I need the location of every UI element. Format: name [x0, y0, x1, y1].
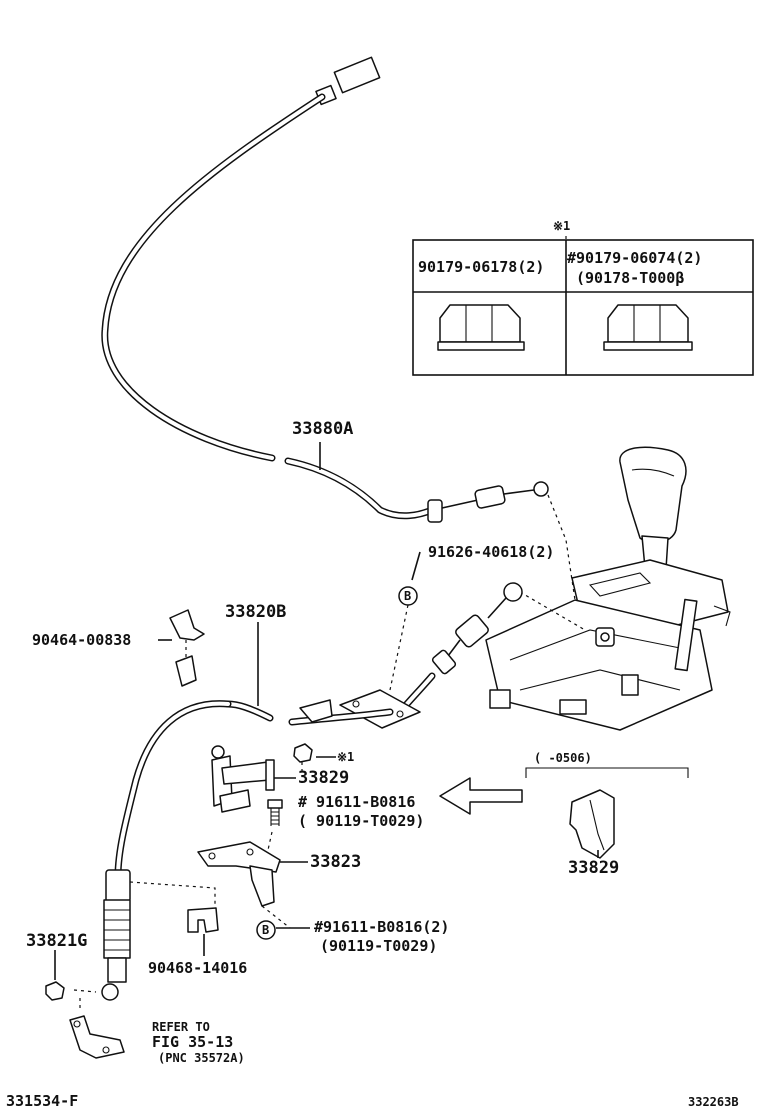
- variant-bracket-inset: ( -0506): [525, 751, 689, 859]
- label-90468-14016: 90468-14016: [148, 959, 247, 977]
- variant-arrow-icon: [439, 777, 523, 815]
- inset-range-label: ( -0506): [534, 751, 592, 765]
- footer-left-code: 331534-F: [6, 1092, 78, 1110]
- shift-cable-upper: [101, 56, 576, 601]
- label-91611-b0816-b-line1: #91611-B0816(2): [314, 918, 449, 936]
- shift-lever-assembly: [485, 446, 731, 731]
- table-col2-header-line1: #90179-06074(2): [567, 249, 702, 267]
- label-inset-33829: 33829: [568, 858, 619, 878]
- label-refer-line3: (PNC 35572A): [158, 1051, 245, 1065]
- nut-33821g-part: [45, 981, 97, 1010]
- refer-bracket-part: [69, 1015, 125, 1059]
- marker-b-lower-label: B: [262, 923, 269, 937]
- clip-90468-part: [187, 907, 219, 948]
- label-refer-line2: FIG 35-13: [152, 1033, 233, 1051]
- nut-90179-06074-icon: [603, 304, 693, 351]
- marker-b-lower: B: [256, 920, 276, 940]
- bracket-33823-part: [197, 841, 291, 929]
- label-nut-note: ※1: [337, 750, 354, 764]
- nut-variant-table: ※1 90179-06178(2) #90179-06074(2) (90178…: [412, 219, 754, 376]
- footer-right-code: 332263B: [688, 1095, 739, 1109]
- marker-b-upper-label: B: [404, 589, 411, 603]
- nut-90179-06178-icon: [437, 304, 525, 351]
- label-91626-40618: 91626-40618(2): [428, 543, 554, 561]
- label-91611-b0816-a-line1: # 91611-B0816: [298, 793, 415, 811]
- shift-cable-lower: [101, 582, 523, 1001]
- leader-lines: [54, 442, 421, 980]
- marker-b-upper: B: [398, 586, 418, 606]
- label-90464-00838: 90464-00838: [32, 631, 131, 649]
- bracket-33829-part: [211, 743, 313, 851]
- label-91611-b0816-a-line2: ( 90119-T0029): [298, 812, 424, 830]
- table-col2-header-line2: (90178-T000β: [576, 269, 684, 287]
- label-91611-b0816-b-line2: (90119-T0029): [320, 937, 437, 955]
- label-33821g: 33821G: [26, 931, 87, 951]
- label-refer-line1: REFER TO: [152, 1020, 210, 1034]
- clip-90464-part: [169, 609, 205, 687]
- label-33820b: 33820B: [225, 602, 286, 622]
- label-33829: 33829: [298, 768, 349, 788]
- table-note-mark: ※1: [553, 219, 570, 233]
- label-33823: 33823: [310, 852, 361, 872]
- label-33880a: 33880A: [292, 419, 353, 439]
- table-col1-header: 90179-06178(2): [418, 258, 544, 276]
